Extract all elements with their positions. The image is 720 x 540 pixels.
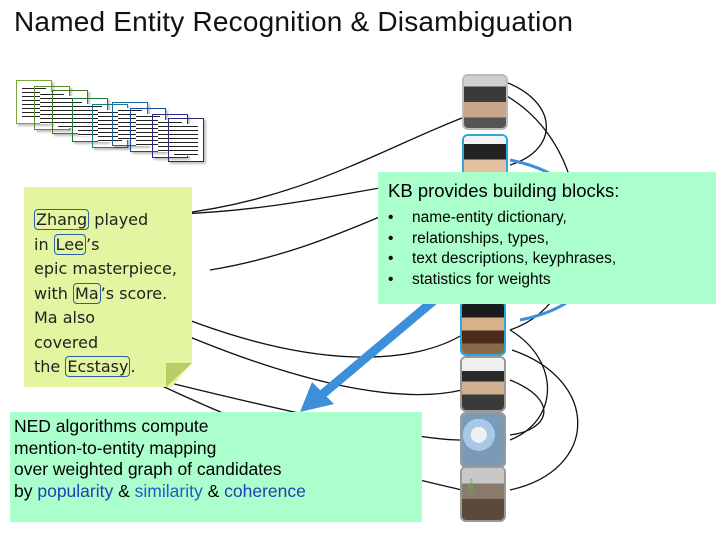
document-icon	[168, 118, 204, 162]
ned-text-fragment: by	[14, 480, 38, 501]
kb-heading: KB provides building blocks:	[388, 180, 620, 201]
note-text-fragment: ’s	[86, 234, 100, 254]
kb-item: • relationships, types,	[388, 229, 616, 250]
pills-photo	[460, 412, 506, 468]
note-text-fragment: in	[34, 234, 54, 254]
kb-list: • name-entity dictionary, • relationships,…	[388, 208, 616, 290]
ned-line: NED algorithms compute	[14, 416, 209, 436]
ned-line: by popularity & similarity & coherence	[14, 481, 306, 503]
ned-line: over weighted graph of candidates	[14, 459, 282, 479]
kb-item-text: text descriptions, keyphrases,	[412, 250, 617, 267]
mention-ecstasy: Ecstasy	[65, 356, 131, 377]
note-line: Zhang played	[34, 208, 194, 233]
note-text-fragment: ’s score.	[100, 283, 168, 303]
bullet: •	[388, 250, 394, 267]
note-text-fragment: played	[89, 210, 149, 229]
ned-text-fragment: &	[202, 480, 225, 501]
slide-title: Named Entity Recognition & Disambiguatio…	[14, 6, 574, 37]
kb-item-text: relationships, types,	[412, 229, 549, 247]
note-line: epic masterpiece,	[34, 259, 177, 278]
note-text-fragment: .	[130, 357, 136, 376]
mention-zhang: Zhang	[34, 209, 90, 230]
kb-item: • text descriptions, keyphrases,	[388, 249, 616, 270]
note-line: the Ecstasy.	[34, 355, 194, 380]
kb-item-text: statistics for weights	[412, 270, 551, 288]
note-line: with Ma’s score.	[34, 282, 194, 307]
keyword-coherence: coherence	[224, 480, 306, 501]
bullet: •	[388, 270, 394, 288]
landscape-photo	[460, 466, 506, 522]
note-text-fragment: with	[34, 283, 74, 303]
kb-item-text: name-entity dictionary,	[412, 209, 567, 226]
kb-item: • name-entity dictionary,	[388, 208, 616, 229]
bullet: •	[388, 229, 394, 247]
person-photo	[460, 356, 506, 412]
ned-line: mention-to-entity mapping	[14, 437, 217, 458]
note-text-fragment: the	[34, 357, 66, 376]
bullet: •	[388, 209, 394, 226]
kb-info-box	[378, 172, 716, 304]
note-line: Ma also	[34, 308, 96, 327]
ned-info-box	[10, 412, 422, 522]
example-text: Zhang played in Lee’s epic masterpiece, …	[34, 208, 194, 380]
note-line: covered	[34, 332, 99, 352]
person-photo	[460, 300, 506, 356]
kb-item: • statistics for weights	[388, 270, 616, 291]
ned-description: NED algorithms compute mention-to-entity…	[14, 416, 306, 502]
music-score-icon: 𝄞	[466, 478, 475, 494]
keyword-popularity: popularity	[37, 480, 114, 501]
mention-lee: Lee	[53, 233, 86, 255]
example-text-note	[24, 187, 192, 387]
note-line: in Lee’s	[34, 233, 194, 258]
mention-ma: Ma	[73, 282, 101, 304]
keyword-similarity: similarity	[134, 480, 203, 501]
ned-text-fragment: &	[113, 480, 135, 501]
person-photo	[462, 74, 508, 130]
